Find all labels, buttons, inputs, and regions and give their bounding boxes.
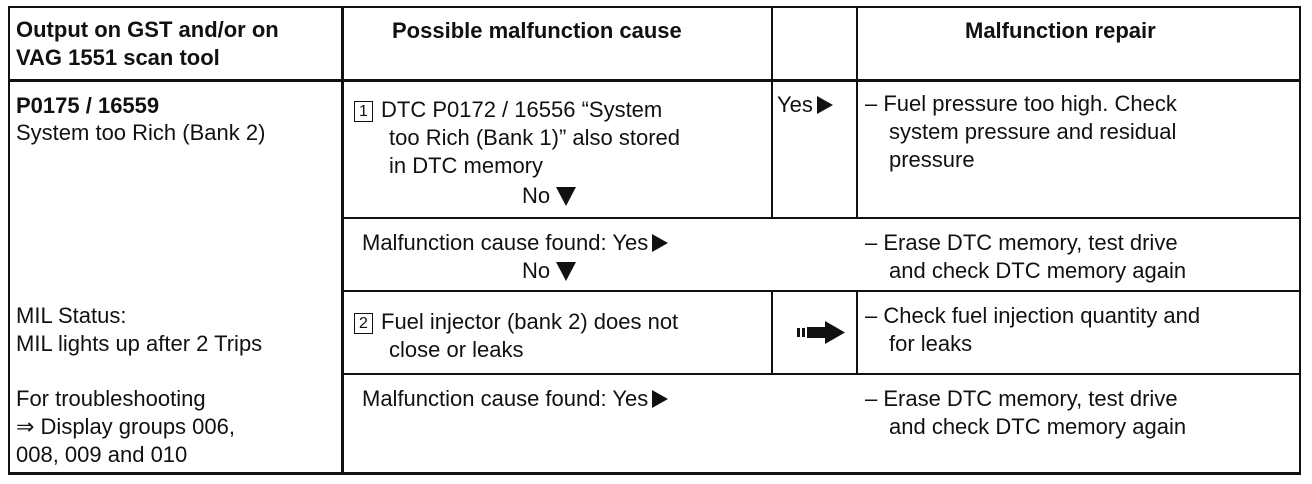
header-possible-cause: Possible malfunction cause — [392, 18, 682, 43]
step1-yes-label: Yes — [777, 92, 813, 117]
dtc-code: P0175 / 16559 — [16, 93, 160, 118]
found1-no-label: No — [522, 258, 551, 283]
found1-no: No — [522, 257, 577, 284]
found2-repair-line2: and check DTC memory again — [889, 414, 1187, 439]
right-arrow-icon — [652, 390, 669, 408]
step1-yes: Yes — [777, 91, 833, 118]
found1-repair-line1: – Erase DTC memory, test drive — [865, 230, 1178, 255]
header-divider — [8, 79, 1301, 82]
row3-divider — [343, 373, 1301, 375]
step1-line1: 1 DTC P0172 / 16556 “System — [354, 96, 662, 123]
step-number-1: 1 — [354, 101, 373, 122]
step2-repair-line1: – Check fuel injection quantity and — [865, 303, 1201, 328]
step2-arrow-divider-left — [771, 290, 773, 374]
step1-repair-line3: pressure — [889, 147, 975, 172]
table-top-border — [8, 6, 1301, 8]
step1-line2: too Rich (Bank 1)” also stored — [389, 125, 681, 150]
found2-text: Malfunction cause found: Yes — [362, 385, 669, 412]
troubleshooting-line3: 008, 009 and 010 — [16, 442, 188, 467]
found2-label: Malfunction cause found: Yes — [362, 386, 649, 411]
step2-arrow-divider-right — [856, 290, 858, 374]
header-malfunction-repair: Malfunction repair — [965, 18, 1156, 43]
step1-line3: in DTC memory — [389, 153, 544, 178]
step1-yes-divider-right — [856, 82, 858, 218]
found2-repair-line1: – Erase DTC memory, test drive — [865, 386, 1178, 411]
step1-repair-line1: – Fuel pressure too high. Check — [865, 91, 1177, 116]
header-output-line1: Output on GST and/or on — [16, 17, 279, 42]
col2-divider-header — [771, 6, 773, 82]
dtc-description: System too Rich (Bank 2) — [16, 120, 266, 145]
found1-text: Malfunction cause found: Yes — [362, 229, 669, 256]
col1-divider — [341, 6, 344, 475]
step1-repair-line2: system pressure and residual — [889, 119, 1177, 144]
mil-status-value: MIL lights up after 2 Trips — [16, 331, 263, 356]
mil-status-label: MIL Status: — [16, 303, 127, 328]
step1-no: No — [522, 182, 577, 209]
thick-arrow-icon — [797, 321, 845, 344]
step2-line1: 2 Fuel injector (bank 2) does not — [354, 308, 678, 335]
step1-text-line1: DTC P0172 / 16556 “System — [381, 97, 663, 122]
down-arrow-icon — [556, 262, 577, 281]
table-bottom-border — [8, 472, 1301, 475]
found1-repair-line2: and check DTC memory again — [889, 258, 1187, 283]
header-output-line2: VAG 1551 scan tool — [16, 45, 220, 70]
step-number-2: 2 — [354, 313, 373, 334]
step2-text-line1: Fuel injector (bank 2) does not — [381, 309, 679, 334]
right-arrow-icon — [652, 234, 669, 252]
troubleshooting-line2: ⇒ Display groups 006, — [16, 414, 235, 439]
col3-divider-header — [856, 6, 858, 82]
row2-divider — [343, 290, 1301, 292]
step1-no-label: No — [522, 183, 551, 208]
row1-divider — [343, 217, 1301, 219]
found1-label: Malfunction cause found: Yes — [362, 230, 649, 255]
down-arrow-icon — [556, 187, 577, 206]
step2-line2: close or leaks — [389, 337, 524, 362]
troubleshooting-line1: For troubleshooting — [16, 386, 206, 411]
step1-yes-divider-left — [771, 82, 773, 218]
table-right-border — [1299, 6, 1301, 475]
right-arrow-icon — [816, 96, 833, 114]
table-left-border — [8, 6, 10, 475]
step2-repair-line2: for leaks — [889, 331, 973, 356]
